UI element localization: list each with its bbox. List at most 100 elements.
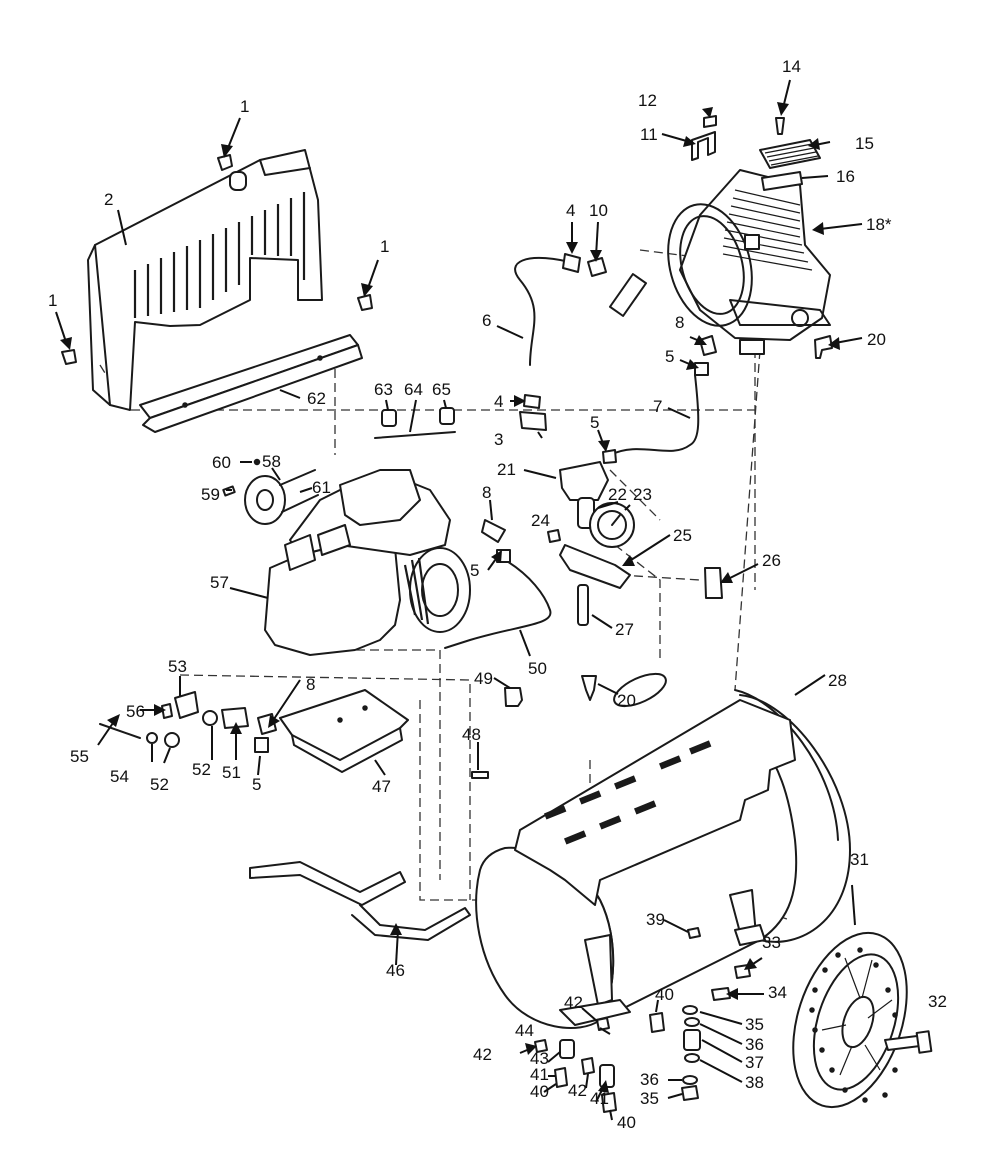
callout-33: 33 (762, 933, 781, 952)
callout-43: 43 (530, 1049, 549, 1068)
callout-38: 38 (745, 1073, 764, 1092)
callout-11: 11 (640, 125, 658, 144)
cover-bracket-parts (691, 115, 821, 191)
callout-32: 32 (928, 992, 947, 1011)
belt-guard-shroud (87, 149, 323, 411)
foot-hardware (471, 771, 751, 1113)
callout-27: 27 (615, 620, 634, 639)
callout-35: 35 (640, 1089, 659, 1108)
callout-24: 24 (531, 511, 550, 530)
leader-lines (55, 79, 863, 1121)
callout-25: 25 (673, 526, 692, 545)
elbow-8-a (699, 335, 717, 356)
callout-57: 57 (210, 573, 229, 592)
callout-41: 41 (530, 1065, 549, 1084)
callout-37: 37 (745, 1053, 764, 1072)
connector-3 (519, 411, 547, 431)
screw-1-top (217, 154, 233, 171)
callout-48: 48 (462, 725, 481, 744)
callout-14: 14 (782, 57, 801, 76)
callout-31: 31 (850, 850, 869, 869)
axle-bolt-head (915, 1030, 933, 1054)
manifold-25 (559, 544, 631, 589)
callout-41: 41 (590, 1089, 609, 1108)
callout-44: 44 (515, 1021, 534, 1040)
callout-20: 20 (617, 691, 636, 710)
callout-16: 16 (836, 167, 855, 186)
gas-engine (264, 469, 471, 656)
callout-labels: 1 1 1 2 3 4 4 5 5 5 5 6 7 8 8 8 10 11 12… (48, 57, 947, 1132)
callout-35: 35 (745, 1015, 764, 1034)
callout-61: 61 (312, 478, 331, 497)
callout-55: 55 (70, 747, 89, 766)
nipple-27 (577, 584, 589, 626)
check-valve-21 (559, 461, 609, 501)
compressor-pump (667, 169, 831, 355)
callout-1: 1 (48, 291, 57, 310)
callout-8: 8 (482, 483, 491, 502)
screw-1-left (61, 349, 77, 365)
nut-4-lower (523, 394, 541, 409)
mounting-rail (139, 334, 363, 433)
callout-58: 58 (262, 452, 281, 471)
callout-40: 40 (655, 985, 674, 1004)
nut-5-a (694, 362, 709, 376)
callout-40: 40 (617, 1113, 636, 1132)
screw-1-right (357, 294, 373, 311)
callout-5: 5 (470, 561, 479, 580)
callout-26: 26 (762, 551, 781, 570)
callout-28: 28 (828, 671, 847, 690)
fitting-26 (704, 567, 723, 599)
wheel (792, 931, 908, 1109)
callout-20: 20 (867, 330, 886, 349)
callout-56: 56 (126, 702, 145, 721)
engine-mount-plate (279, 689, 409, 773)
callout-53: 53 (168, 657, 187, 676)
callout-52: 52 (150, 775, 169, 794)
valve-49 (504, 687, 523, 707)
callout-5: 5 (590, 413, 599, 432)
callout-2: 2 (104, 190, 113, 209)
callout-65: 65 (432, 380, 451, 399)
callout-4: 4 (494, 392, 503, 411)
callout-46: 46 (386, 961, 405, 980)
callout-52: 52 (192, 760, 211, 779)
callout-59: 59 (201, 485, 220, 504)
screw-20-upper (814, 335, 833, 359)
callout-49: 49 (474, 669, 493, 688)
callout-5: 5 (665, 347, 674, 366)
callout-6: 6 (482, 311, 491, 330)
callout-63: 63 (374, 380, 393, 399)
callout-42: 42 (473, 1045, 492, 1064)
gauge-23 (589, 502, 635, 548)
callout-4: 4 (566, 201, 575, 220)
callout-8: 8 (675, 313, 684, 332)
callout-50: 50 (528, 659, 547, 678)
callout-60: 60 (212, 453, 231, 472)
callout-8: 8 (306, 675, 315, 694)
callout-42: 42 (568, 1081, 587, 1100)
fitting-4-upper (562, 253, 581, 273)
nut-5-d (254, 737, 269, 753)
bracket-63-65 (374, 407, 456, 439)
tube-7 (609, 374, 700, 456)
callout-21: 21 (497, 460, 516, 479)
nut-5-b (602, 449, 617, 464)
callout-1: 1 (380, 237, 389, 256)
handle (249, 861, 471, 941)
callout-39: 39 (646, 910, 665, 929)
callout-7: 7 (653, 397, 662, 416)
callout-15: 15 (855, 134, 874, 153)
screw-20-lower (581, 675, 597, 701)
callout-5: 5 (252, 775, 261, 794)
callout-64: 64 (404, 380, 423, 399)
callout-3: 3 (494, 430, 503, 449)
callout-18: 18* (866, 215, 892, 234)
throttle-parts (99, 691, 249, 748)
callout-34: 34 (768, 983, 787, 1002)
callout-1: 1 (240, 97, 249, 116)
air-tank (475, 672, 851, 1029)
callout-54: 54 (110, 767, 129, 786)
callout-42: 42 (564, 993, 583, 1012)
